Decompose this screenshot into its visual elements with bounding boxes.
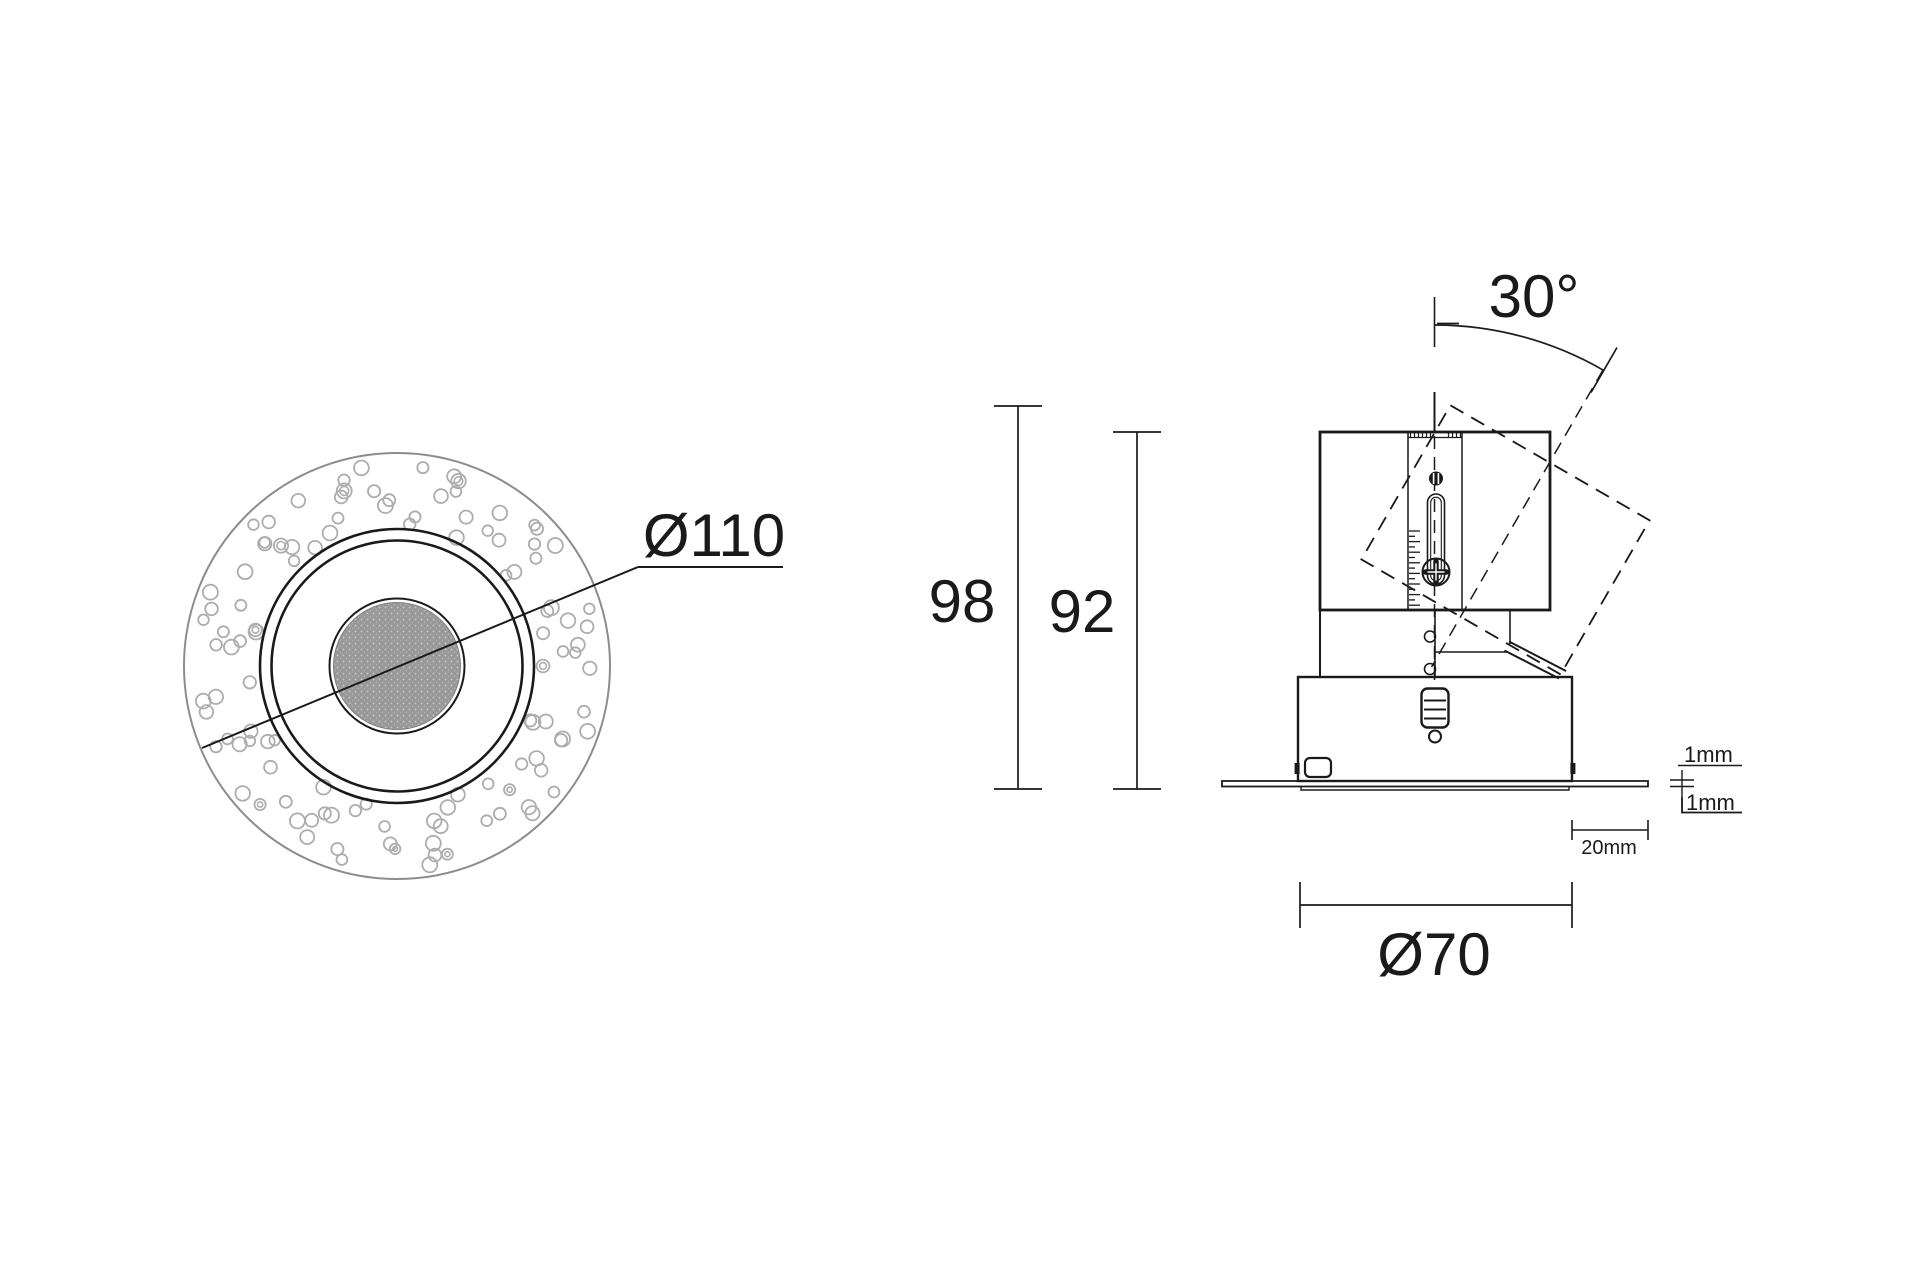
strut-lower (1504, 649, 1560, 680)
strut-upper (1508, 640, 1567, 672)
terminal-window (1303, 756, 1333, 779)
pivot-screw-lower (1423, 662, 1437, 676)
latch-pin (1428, 729, 1442, 744)
neck (1319, 610, 1567, 680)
base-can (1294, 675, 1576, 783)
dim-flange-overhang: 20mm (1571, 820, 1649, 859)
dim-trim-edge: 1mm 1mm (1670, 742, 1742, 815)
lens-ring (328, 597, 466, 735)
flange (1221, 780, 1649, 791)
flange-plate (1221, 780, 1649, 788)
side-tab-right (1570, 763, 1576, 774)
side-view: 30° (929, 263, 1742, 988)
spring-latch (1420, 687, 1450, 729)
tilt-scale-ruler (1409, 530, 1420, 612)
overall-height-label: 98 (929, 568, 996, 635)
perforation-pattern (195, 459, 598, 874)
pivot-screw-upper (1423, 630, 1437, 643)
dim-cutout-diameter: Ø70 (1299, 882, 1573, 988)
bezel-outer-ring (258, 527, 536, 805)
dim-tilt-angle: 30° (1434, 263, 1618, 393)
dim-recessed-height: 92 (1049, 431, 1161, 790)
flange-lip (1300, 786, 1570, 791)
trim-edge-top-label: 1mm (1684, 742, 1733, 767)
tilt-angle-label: 30° (1489, 263, 1580, 330)
trim-edge-bottom-label: 1mm (1686, 790, 1735, 815)
recessed-height-label: 92 (1049, 578, 1116, 645)
bezel-inner-ring (270, 539, 524, 793)
base-outline (1296, 675, 1574, 783)
dim-overall-height: 98 (929, 405, 1042, 790)
side-tab-left (1294, 763, 1300, 774)
dim-trim-diameter: Ø110 (201, 502, 785, 749)
set-screw (1429, 471, 1443, 486)
cutout-diameter-label: Ø70 (1377, 921, 1490, 988)
flange-overhang-label: 20mm (1581, 837, 1637, 859)
knurl-ticks (1409, 432, 1462, 438)
front-view: Ø110 (183, 452, 785, 880)
tilted-body-outline (1360, 369, 1651, 676)
trim-diameter-label: Ø110 (643, 502, 785, 569)
phillips-screw (1421, 557, 1451, 587)
trim-plate-outline (183, 452, 611, 880)
